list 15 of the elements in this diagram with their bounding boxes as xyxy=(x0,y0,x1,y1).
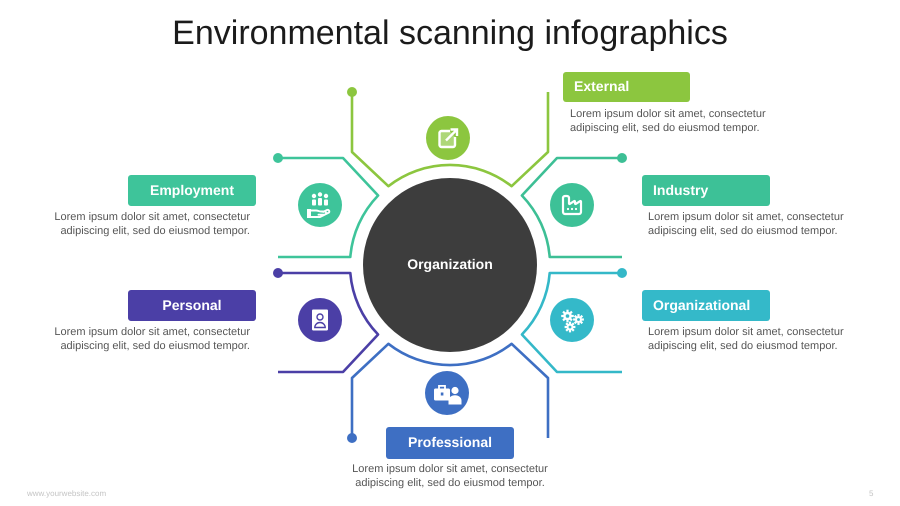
page-number: 5 xyxy=(869,489,874,499)
category-tab: Professional xyxy=(386,427,514,459)
category-tab: Employment xyxy=(128,175,256,206)
footer-text: www.yourwebsite.com xyxy=(27,489,106,499)
description-text: Lorem ipsum dolor sit amet, consectetur adipiscing elit, sed do eiusmod tempor. xyxy=(648,210,845,238)
description-text: Lorem ipsum dolor sit amet, consectetur adipiscing elit, sed do eiusmod tempor. xyxy=(648,325,845,353)
category-tab: Organizational xyxy=(642,290,770,321)
description-text: Lorem ipsum dolor sit amet, consectetur adipiscing elit, sed do eiusmod tempor. xyxy=(570,107,767,135)
description-text: Lorem ipsum dolor sit amet, consectetur adipiscing elit, sed do eiusmod tempor. xyxy=(53,325,250,353)
category-tab: Personal xyxy=(128,290,256,321)
category-tab: External xyxy=(563,72,690,102)
title: Environmental scanning infographics xyxy=(172,13,728,54)
category-tab: Industry xyxy=(642,175,770,206)
description-text: Lorem ipsum dolor sit amet, consectetur adipiscing elit, sed do eiusmod tempor. xyxy=(53,210,250,238)
description-text: Lorem ipsum dolor sit amet, consectetur adipiscing elit, sed do eiusmod tempor. xyxy=(351,462,549,490)
